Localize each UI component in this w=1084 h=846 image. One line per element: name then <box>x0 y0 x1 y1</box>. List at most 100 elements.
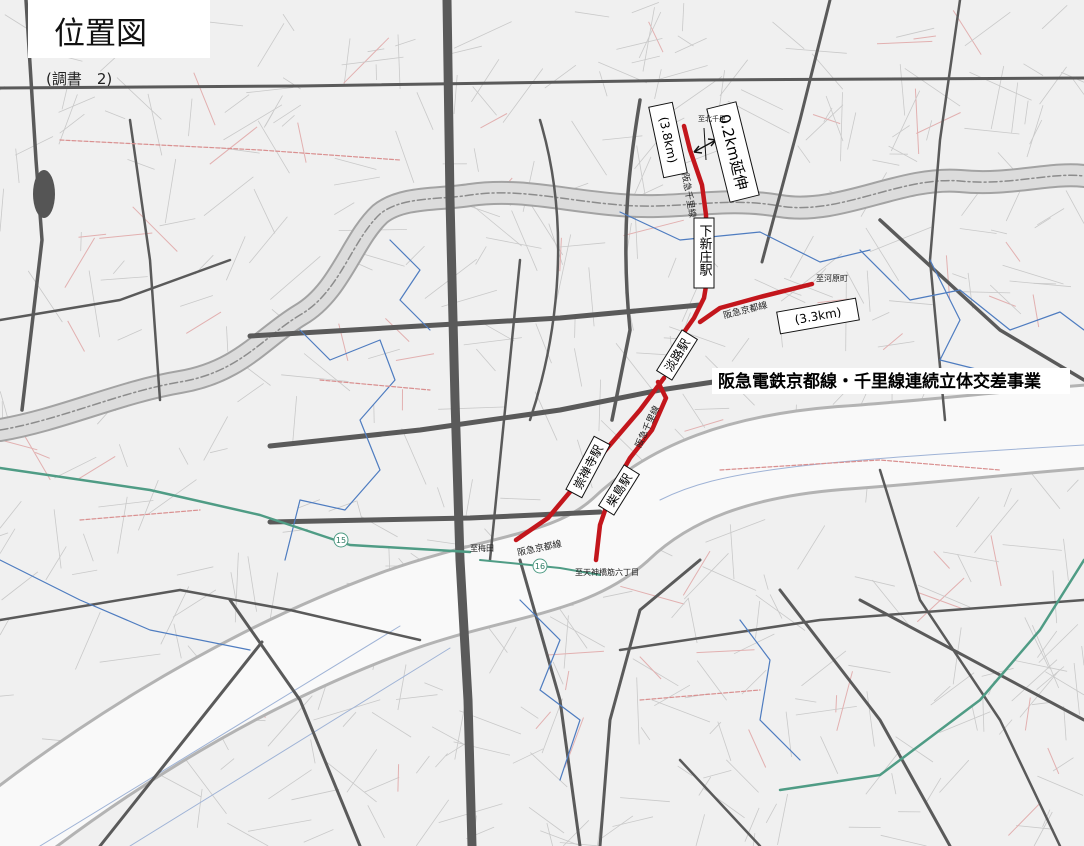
minor-street <box>64 237 96 288</box>
planned-roads <box>59 139 1001 701</box>
minor-street <box>549 616 605 648</box>
minor-street <box>769 594 783 619</box>
minor-street <box>500 497 541 501</box>
minor-street <box>297 499 321 509</box>
minor-street <box>755 600 761 639</box>
minor-street <box>1014 660 1068 672</box>
minor-street <box>281 115 295 127</box>
minor-street <box>990 65 1005 130</box>
minor-street <box>209 126 258 165</box>
minor-street <box>1066 479 1079 492</box>
minor-street <box>160 586 190 645</box>
minor-street <box>765 803 777 824</box>
minor-street <box>100 276 148 281</box>
minor-street <box>899 64 906 116</box>
minor-street <box>744 807 760 842</box>
minor-street <box>631 2 660 14</box>
minor-street <box>225 236 246 281</box>
minor-street <box>1032 294 1040 328</box>
minor-street <box>173 623 182 659</box>
map-title: 位置図 <box>54 16 147 52</box>
minor-street <box>227 822 269 846</box>
minor-street <box>559 242 606 248</box>
minor-street <box>395 353 435 361</box>
minor-street <box>959 228 997 234</box>
document-reference: (調書 2) <box>46 70 112 88</box>
minor-street <box>395 130 415 184</box>
minor-street <box>310 739 316 764</box>
minor-street <box>397 664 407 711</box>
minor-street <box>511 210 538 271</box>
minor-street <box>866 691 875 747</box>
minor-street <box>263 95 283 128</box>
minor-street <box>224 94 250 113</box>
minor-street <box>916 577 965 623</box>
minor-street <box>415 799 450 846</box>
minor-street <box>112 260 125 275</box>
minor-street <box>620 797 670 803</box>
minor-street <box>1041 5 1068 30</box>
minor-street <box>846 271 865 304</box>
minor-street <box>1037 630 1058 658</box>
minor-street <box>72 569 98 575</box>
minor-street <box>820 736 839 774</box>
minor-street <box>185 759 227 814</box>
minor-street <box>917 584 971 608</box>
minor-street <box>178 447 189 465</box>
minor-street <box>528 806 565 834</box>
minor-street <box>203 416 229 461</box>
minor-street <box>974 499 1019 553</box>
minor-street <box>726 759 759 793</box>
minor-street <box>616 38 663 50</box>
minor-street <box>99 232 153 239</box>
minor-street <box>854 576 895 587</box>
minor-street <box>78 233 107 238</box>
minor-street <box>368 348 400 359</box>
minor-street <box>268 769 312 800</box>
minor-street <box>1073 663 1080 715</box>
minor-street <box>146 479 197 516</box>
minor-street <box>682 3 685 32</box>
minor-street <box>534 391 558 441</box>
kyoto-line-east <box>697 281 815 325</box>
minor-street <box>926 120 933 141</box>
minor-street <box>1065 190 1084 224</box>
minor-street <box>670 76 723 113</box>
minor-street <box>540 830 582 846</box>
minor-street <box>34 451 50 459</box>
minor-street <box>541 698 563 754</box>
minor-street <box>763 574 769 590</box>
minor-street <box>939 711 991 733</box>
minor-street <box>544 64 577 89</box>
minor-street <box>872 159 900 166</box>
minor-street <box>176 566 214 576</box>
minor-street <box>334 157 377 170</box>
minor-street <box>220 758 235 770</box>
minor-street <box>193 72 216 126</box>
minor-street <box>631 55 660 64</box>
minor-street <box>0 500 22 529</box>
direction-south: 至天神橋筋六丁目 <box>575 567 639 577</box>
minor-street <box>671 597 689 619</box>
minor-street <box>930 672 975 706</box>
minor-street <box>785 711 792 757</box>
minor-street <box>1024 617 1050 669</box>
minor-street <box>801 650 847 687</box>
minor-street <box>633 156 652 196</box>
minor-street <box>291 788 340 801</box>
minor-street <box>253 188 276 234</box>
minor-street <box>1047 747 1060 775</box>
minor-street <box>955 496 980 528</box>
minor-street <box>925 777 942 803</box>
minor-street <box>866 270 871 312</box>
minor-street <box>117 329 142 341</box>
minor-street <box>848 664 891 673</box>
minor-street <box>303 829 334 843</box>
distance-kyoto: (3.3km) <box>776 297 860 335</box>
minor-street <box>334 176 380 186</box>
minor-street <box>132 206 178 252</box>
minor-street <box>1019 670 1060 718</box>
project-name-background <box>712 368 1070 394</box>
minor-street <box>118 444 128 468</box>
minor-street <box>1033 282 1057 285</box>
